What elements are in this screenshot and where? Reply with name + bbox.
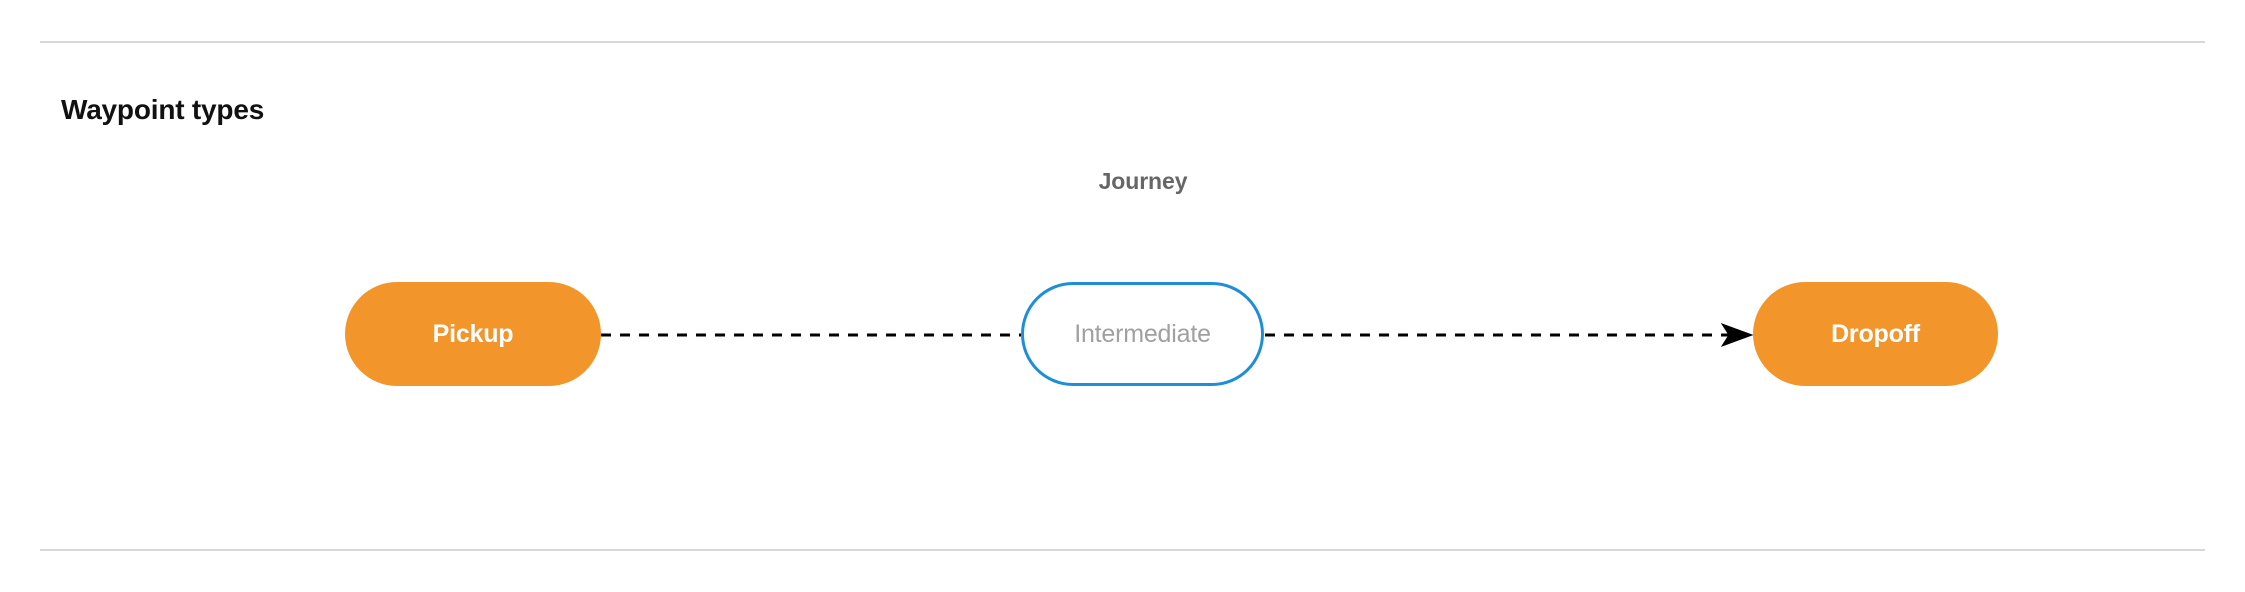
section-divider-bottom [40, 549, 2205, 551]
node-pickup[interactable]: Pickup [345, 282, 601, 386]
node-intermediate-label: Intermediate [1074, 319, 1211, 348]
node-pickup-label: Pickup [432, 319, 514, 348]
section-divider-top [40, 41, 2205, 43]
node-dropoff[interactable]: Dropoff [1753, 282, 1998, 386]
node-intermediate[interactable]: Intermediate [1021, 282, 1264, 386]
page-title: Waypoint types [61, 94, 265, 126]
arrowhead-icon [1720, 323, 1754, 347]
cluster-label-journey: Journey [1098, 168, 1188, 194]
node-dropoff-label: Dropoff [1831, 319, 1920, 348]
